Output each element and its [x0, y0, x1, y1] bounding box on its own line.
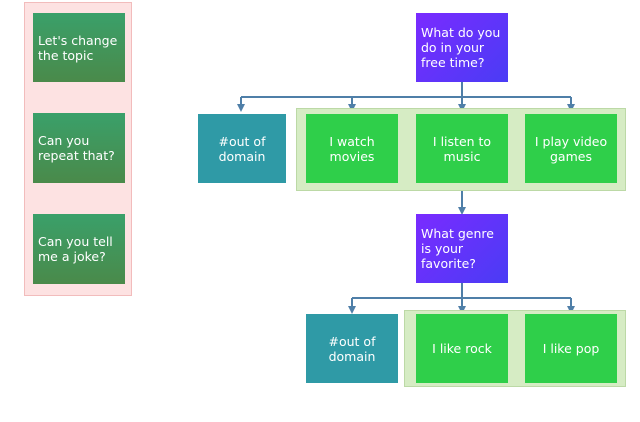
- question-label: What genre is your favorite?: [421, 226, 494, 271]
- option-pop: I like pop: [525, 314, 617, 383]
- side-item-label: Can you repeat that?: [38, 133, 115, 163]
- out-of-domain-label: #out of domain: [328, 333, 376, 364]
- out-of-domain-label: #out of domain: [218, 133, 266, 164]
- option-label: I watch movies: [329, 133, 375, 164]
- question-genre: What genre is your favorite?: [416, 214, 508, 283]
- side-item-label: Can you tell me a joke?: [38, 234, 113, 264]
- option-label: I like rock: [432, 341, 492, 356]
- option-movies: I watch movies: [306, 114, 398, 183]
- option-label: I play video games: [534, 133, 608, 164]
- option-label: I like pop: [542, 341, 600, 356]
- side-item-repeat: Can you repeat that?: [33, 113, 125, 183]
- question-free-time: What do you do in your free time?: [416, 13, 508, 82]
- option-rock: I like rock: [416, 314, 508, 383]
- side-item-change-topic: Let's change the topic: [33, 13, 125, 82]
- out-of-domain-level1: #out of domain: [198, 114, 286, 183]
- out-of-domain-level2: #out of domain: [306, 314, 398, 383]
- question-label: What do you do in your free time?: [421, 25, 501, 70]
- side-item-joke: Can you tell me a joke?: [33, 214, 125, 284]
- option-music: I listen to music: [416, 114, 508, 183]
- option-label: I listen to music: [432, 133, 492, 164]
- option-video-games: I play video games: [525, 114, 617, 183]
- side-item-label: Let's change the topic: [38, 32, 118, 63]
